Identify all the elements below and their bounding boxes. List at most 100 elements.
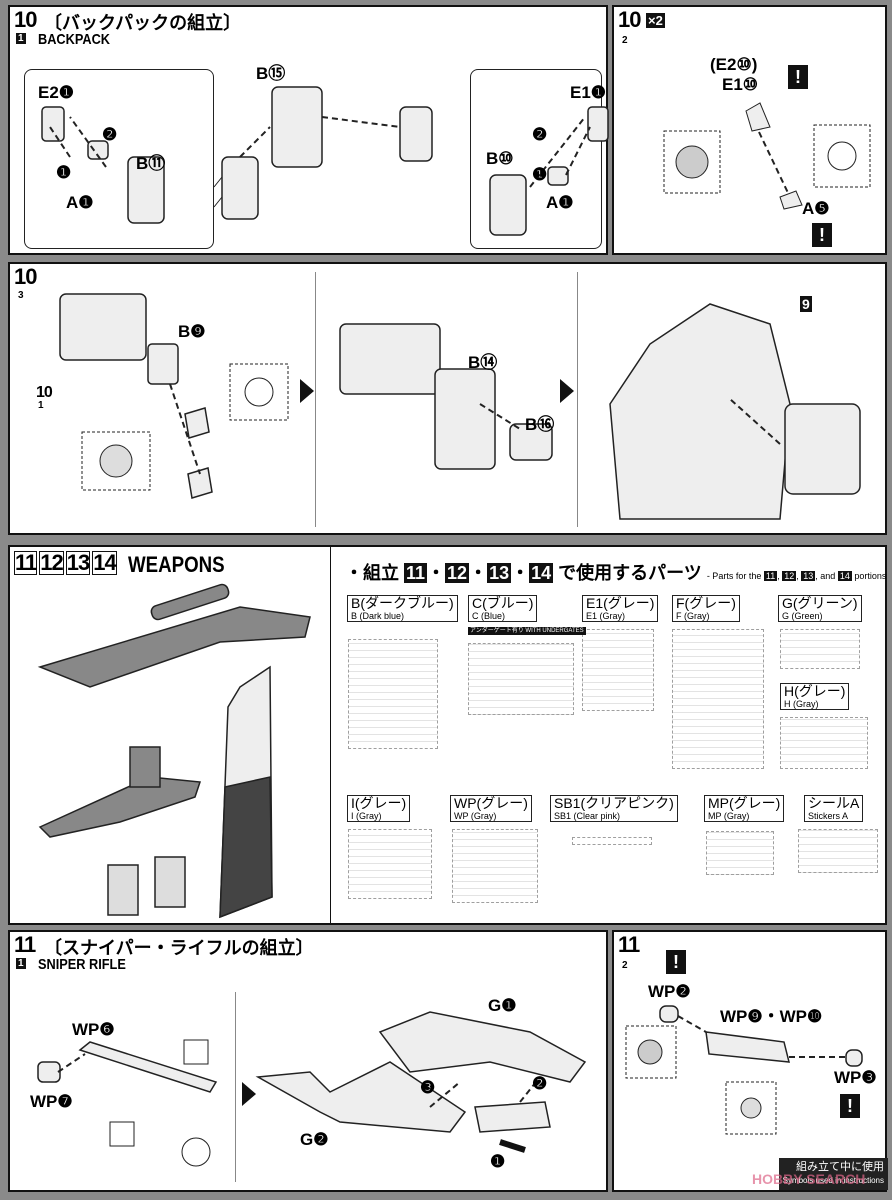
- part-label: E1❶: [570, 83, 607, 102]
- step-11-1-panel: 11 1 〔スナイパー・ライフルの組立〕 SNIPER RIFLE WP❻ WP…: [8, 930, 608, 1192]
- part-label: B⑪: [136, 154, 166, 173]
- watermark: HOBBY SEARCH: [752, 1171, 866, 1187]
- part-label: A❶: [546, 193, 574, 212]
- runner-label-b: B(ダークブルー)B (Dark blue): [347, 595, 458, 622]
- target-step-badge: 9: [800, 296, 812, 312]
- part-label: B⑩: [486, 149, 514, 168]
- part-label: E2❶: [38, 83, 75, 102]
- step-title-jp: 〔バックパックの組立〕: [44, 13, 242, 33]
- runner-label-h: H(グレー)H (Gray): [780, 683, 850, 710]
- runner-f: [672, 629, 764, 769]
- step-order-label: ❶: [56, 163, 72, 182]
- parts-heading-en: - Parts for the: [706, 571, 762, 581]
- runner-label-f: F(グレー)F (Gray): [672, 595, 740, 622]
- weapons-illustration: [37, 583, 311, 919]
- step-number: 10: [14, 7, 38, 32]
- runner-label-wp: WP(グレー)WP (Gray): [450, 795, 532, 822]
- step-order-label: ❷: [532, 125, 548, 144]
- step-badge: 13: [487, 563, 512, 583]
- step-10-3-panel: 10 3 10 1 B❾ B⑭ B⑯ 9: [8, 262, 887, 535]
- part-label: B⑭: [468, 353, 498, 372]
- step-10-2-panel: 10 ×2 2 (E2⑩) E1⑩ ! A❺ !: [612, 5, 887, 255]
- step-number: 11: [14, 550, 37, 575]
- runner-g: [780, 629, 860, 669]
- caution-icon: !: [812, 223, 832, 247]
- step-number: 13: [65, 550, 90, 575]
- symbols-legend-jp: 組み立て中に使用: [796, 1161, 884, 1173]
- thruster-illustration: [663, 102, 871, 210]
- reference-step-number: 10: [36, 384, 53, 401]
- sniper-rifle-illustration: [37, 1011, 587, 1167]
- weapons-panel: 11 12 13 14 WEAPONS ・組立 11・12・13・14 で使用す…: [8, 545, 887, 925]
- part-label: G❶: [488, 996, 517, 1015]
- undergate-note: アンダーゲート有り WITH UNDERGATES: [468, 627, 586, 635]
- backpack-assembly-illustration: [59, 293, 861, 520]
- runner-label-i: I(グレー)I (Gray): [347, 795, 411, 822]
- detail-box-right: [470, 69, 602, 249]
- divider: [235, 992, 236, 1182]
- weapons-step-numbers: 11 12 13 14: [14, 551, 117, 575]
- step-order-label: ❷: [532, 1074, 548, 1093]
- step-badge: 11: [763, 571, 778, 581]
- symbols-legend-en: Symbols used in instructions: [782, 1176, 884, 1185]
- parts-heading-jp: ・組立: [345, 563, 399, 583]
- runner-c: [468, 643, 574, 715]
- step-number: 11: [618, 932, 640, 957]
- part-label: A❺: [802, 199, 830, 218]
- part-label: WP❼: [30, 1092, 73, 1111]
- runner-sb1: [572, 837, 652, 845]
- caution-icon: !: [788, 65, 808, 89]
- part-label: (E2⑩): [710, 55, 758, 74]
- step-number: 10: [618, 7, 642, 32]
- substep-number: 1: [16, 958, 26, 969]
- runner-label-mp: MP(グレー)MP (Gray): [704, 795, 785, 822]
- step-badge: 12: [782, 571, 797, 581]
- caution-icon: !: [840, 1094, 860, 1118]
- symbols-legend: 組み立て中に使用 Symbols used in instructions: [778, 1158, 888, 1190]
- part-label: WP❷: [648, 982, 691, 1001]
- runner-label-g: G(グリーン)G (Green): [778, 595, 862, 622]
- multiplier-badge: ×2: [646, 13, 665, 28]
- part-label: WP❻: [72, 1020, 115, 1039]
- part-label: A❶: [66, 193, 94, 212]
- step-order-label: ❷: [102, 125, 118, 144]
- part-label: WP❸: [834, 1068, 877, 1087]
- scope-illustration: [625, 1005, 863, 1135]
- backpack-illustration: [41, 86, 609, 236]
- substep-number: 3: [18, 290, 24, 301]
- and-text: and: [820, 571, 836, 581]
- step-order-label: ❶: [532, 165, 548, 184]
- caution-icon: !: [666, 950, 686, 974]
- runner-e1: [582, 629, 654, 711]
- step-number: 12: [39, 550, 64, 575]
- substep-number: 1: [16, 33, 26, 44]
- part-label: B❾: [178, 322, 206, 341]
- part-label: WP❾・WP❿: [720, 1007, 823, 1026]
- part-label: G❷: [300, 1130, 329, 1149]
- step-badge: 13: [801, 571, 816, 581]
- substep-number: 2: [622, 35, 628, 46]
- step-10-1-panel: 10 1 〔バックパックの組立〕 BACKPACK E2❶ ❷ ❶ B⑪ A❶ …: [8, 5, 609, 255]
- step-title-en: SNIPER RIFLE: [38, 956, 126, 973]
- step-11-2-panel: 11 2 ! WP❷ WP❾・WP❿ WP❸ !: [612, 930, 887, 1192]
- step-order-label: ❸: [420, 1078, 436, 1097]
- step-number: 10: [14, 264, 38, 289]
- step-badge: 14: [837, 571, 852, 581]
- step-title-en: BACKPACK: [38, 31, 111, 48]
- weapons-title: WEAPONS: [128, 552, 225, 577]
- runner-label-sb1: SB1(クリアピンク)SB1 (Clear pink): [550, 795, 678, 822]
- runner-label-e1: E1(グレー)E1 (Gray): [582, 595, 659, 622]
- step-badge: 14: [529, 563, 554, 583]
- runner-h: [780, 717, 868, 769]
- step-badge: 11: [404, 563, 428, 583]
- runner-i: [348, 829, 432, 899]
- divider: [315, 272, 316, 527]
- part-label: B⑮: [256, 64, 286, 83]
- step-title-jp: 〔スナイパー・ライフルの組立〕: [44, 938, 314, 958]
- step-number: 14: [92, 550, 117, 575]
- reference-substep: 1: [38, 400, 44, 411]
- parts-heading-en-tail: portions: [854, 571, 887, 581]
- part-label: E1⑩: [722, 75, 759, 94]
- step-order-label: ❶: [490, 1152, 506, 1171]
